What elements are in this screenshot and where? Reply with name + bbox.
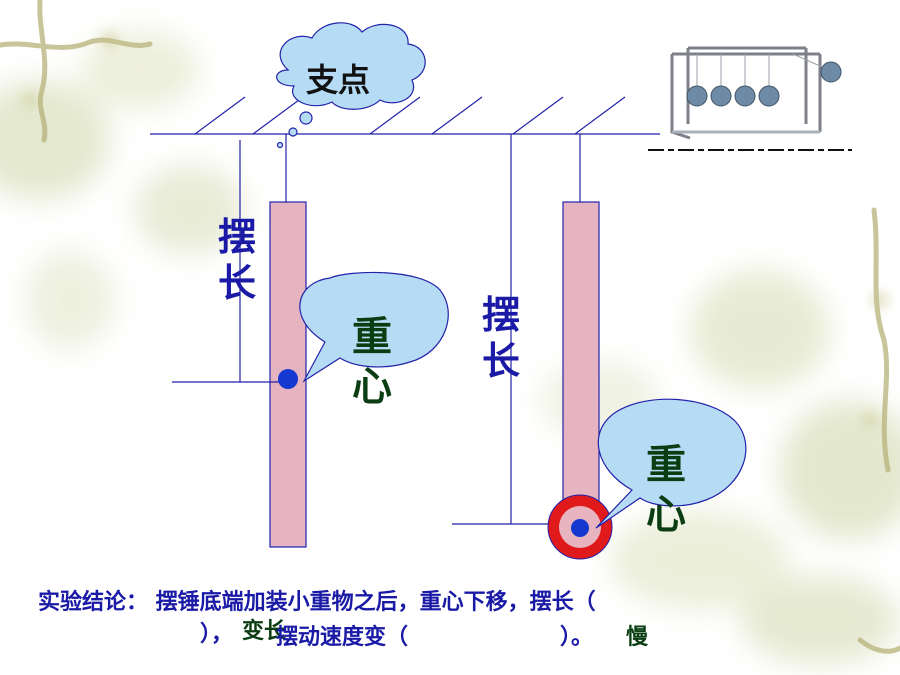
right-cog-callout — [595, 398, 747, 529]
left-pendulum — [172, 134, 307, 548]
vine-decoration — [0, 0, 900, 654]
left-length-label: 摆长 — [218, 215, 257, 305]
right-cog-dot — [571, 519, 589, 537]
left-cog-dot — [278, 369, 298, 389]
pivot-label: 支点 — [306, 61, 371, 99]
conclusion-line-2c: ）。 — [560, 625, 594, 650]
answer-length: 变长 — [242, 619, 287, 644]
conclusion-line-1: 实验结论： 摆锤底端加装小重物之后，重心下移，摆长（ — [38, 590, 596, 615]
conclusion-line-2a: ）， — [200, 622, 234, 647]
left-cog-label: 重心 — [352, 314, 392, 410]
left-cog-callout — [299, 271, 449, 383]
conclusion-line-2b: 摆动速度变（ — [276, 625, 409, 650]
right-cog-label: 重心 — [646, 442, 686, 538]
answer-speed: 慢 — [626, 625, 649, 650]
pivot-callout — [276, 22, 426, 149]
ceiling — [150, 96, 660, 135]
right-length-label: 摆长 — [482, 293, 521, 383]
